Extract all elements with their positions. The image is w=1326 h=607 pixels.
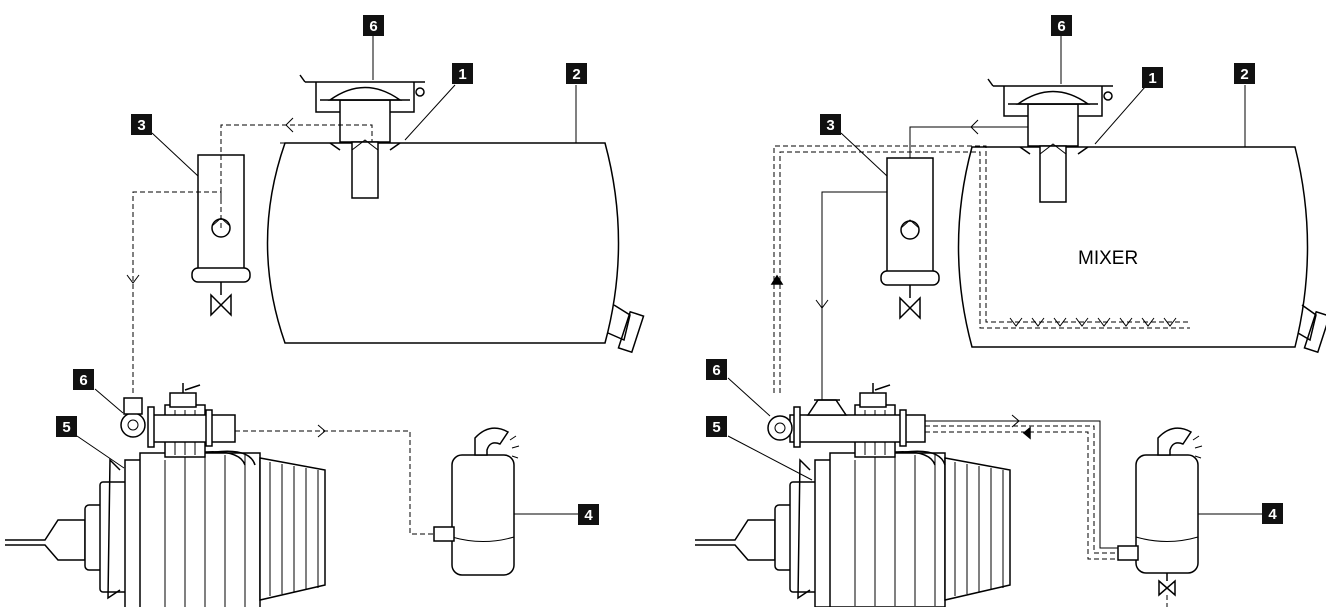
left-callout-6-top: 6 xyxy=(363,15,384,36)
right-callout-3: 3 xyxy=(820,114,841,135)
right-vacuum-pump xyxy=(695,383,1011,607)
left-vacuum-pump xyxy=(5,383,326,607)
right-manhole xyxy=(987,78,1113,203)
left-callout-2: 2 xyxy=(566,63,587,84)
right-diagram: MIXER xyxy=(695,15,1326,607)
left-airflow-path xyxy=(126,117,436,535)
left-callout-5: 5 xyxy=(56,416,77,437)
right-callout-4: 4 xyxy=(1262,503,1283,524)
svg-text:3: 3 xyxy=(826,117,834,134)
left-diagram: 6 1 2 3 6 5 4 xyxy=(5,15,645,607)
svg-text:4: 4 xyxy=(584,507,593,524)
right-moisture-trap xyxy=(880,157,940,320)
left-leader-lines xyxy=(76,36,577,469)
right-callout-6-pump: 6 xyxy=(706,359,727,380)
svg-text:6: 6 xyxy=(79,372,87,389)
right-callout-6-top: 6 xyxy=(1051,15,1072,36)
left-manhole xyxy=(299,74,425,199)
right-callout-5: 5 xyxy=(706,416,727,437)
left-silencer xyxy=(433,427,578,576)
tank-label-mixer: MIXER xyxy=(1078,248,1138,269)
svg-text:3: 3 xyxy=(137,117,145,134)
svg-text:6: 6 xyxy=(369,18,377,35)
right-mixer-pipes xyxy=(770,145,1190,560)
svg-text:2: 2 xyxy=(572,66,580,83)
right-callout-1: 1 xyxy=(1142,67,1163,88)
svg-text:6: 6 xyxy=(1057,18,1065,35)
left-callout-6-pump: 6 xyxy=(73,369,94,390)
svg-text:1: 1 xyxy=(458,66,466,83)
svg-text:5: 5 xyxy=(712,419,720,436)
svg-text:2: 2 xyxy=(1240,66,1248,83)
svg-text:1: 1 xyxy=(1148,70,1156,87)
left-callout-1: 1 xyxy=(452,63,473,84)
right-callout-2: 2 xyxy=(1234,63,1255,84)
svg-text:4: 4 xyxy=(1268,506,1277,523)
svg-text:6: 6 xyxy=(712,362,720,379)
svg-text:5: 5 xyxy=(62,419,70,436)
left-callout-3: 3 xyxy=(131,114,152,135)
right-tank: MIXER xyxy=(957,146,1326,354)
left-callout-4: 4 xyxy=(578,504,599,525)
right-silencer xyxy=(1117,427,1262,607)
left-tank xyxy=(266,142,645,354)
right-leader-lines xyxy=(727,36,1246,481)
